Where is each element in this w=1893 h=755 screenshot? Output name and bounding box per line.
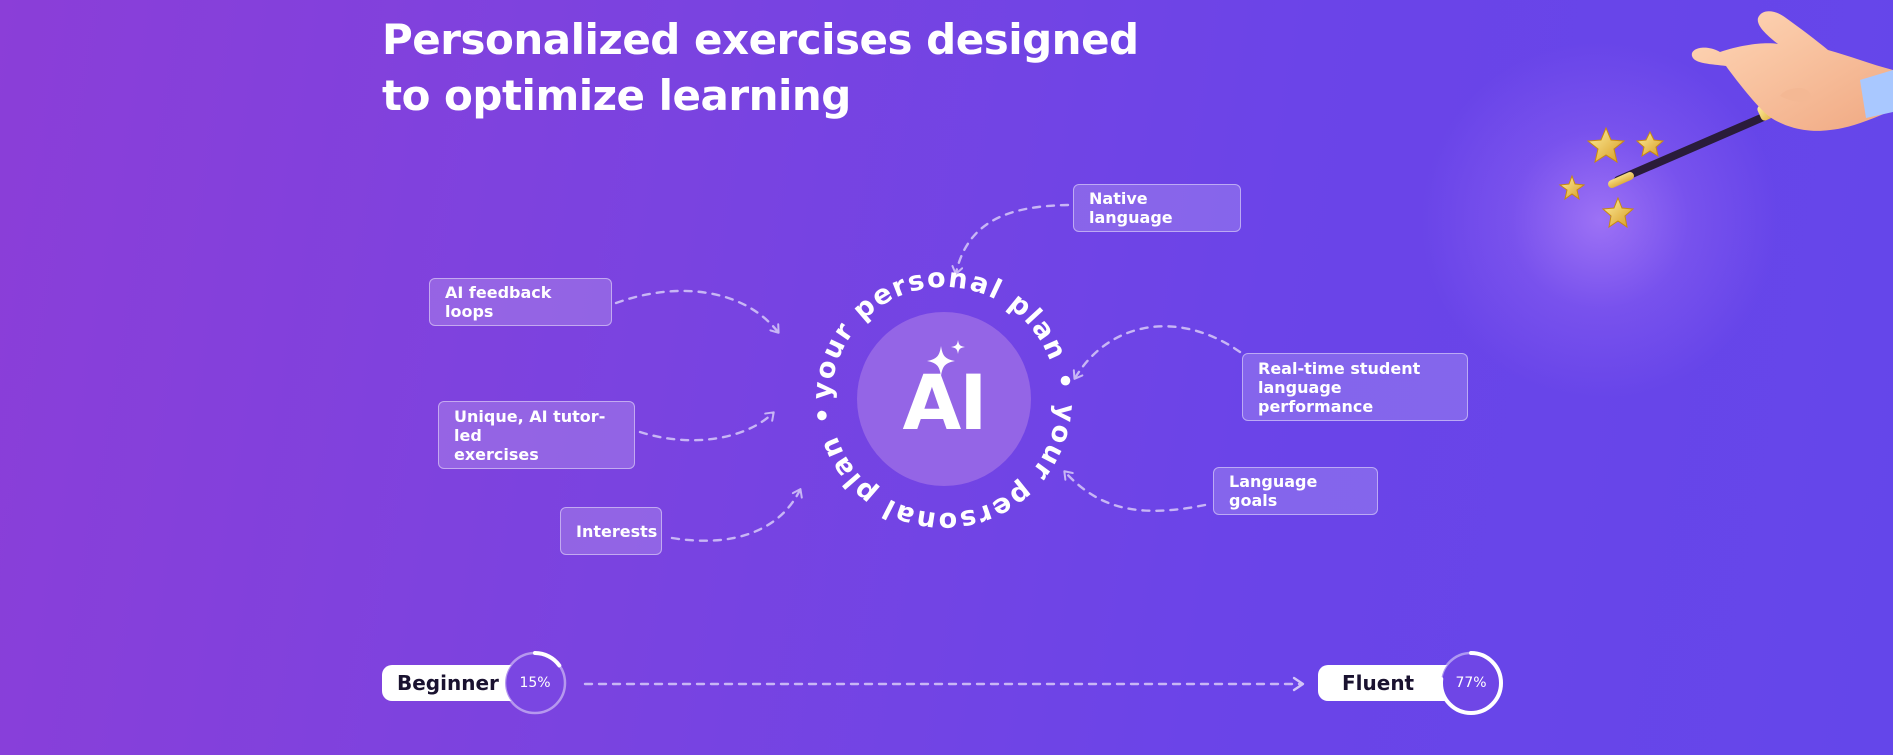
ring-text-svg: your personal plan • your personal plan …: [807, 263, 1082, 538]
progress-beginner: 15%: [502, 650, 568, 716]
progress-fluent-percent: 77%: [1455, 675, 1487, 691]
ai-center-disc: [857, 312, 1031, 486]
chip-real-time-performance: Real-time student language performance: [1242, 353, 1468, 421]
chip-interests: Interests: [560, 507, 662, 555]
chip-ai-tutor-exercises: Unique, AI tutor-led exercises: [438, 401, 635, 469]
level-beginner-pill: Beginner: [382, 665, 517, 701]
chip-ai-feedback-loops: AI feedback loops: [429, 278, 612, 326]
magic-wand-hand-icon: [1558, 11, 1893, 229]
page-headline: Personalized exercises designed to optim…: [382, 15, 1139, 120]
progress-beginner-ring: [503, 651, 567, 715]
sparkles-icon: [927, 340, 965, 376]
arrow-tutor-exercises: [638, 411, 775, 442]
level-fluent-pill: Fluent: [1318, 665, 1448, 701]
progress-fluent-ring: [1439, 651, 1503, 715]
progress-fluent: 77%: [1438, 650, 1504, 716]
progress-beginner-percent: 15%: [519, 675, 551, 691]
arrow-feedback-loops: [614, 289, 780, 334]
chip-language-goals: Language goals: [1213, 467, 1378, 515]
chip-native-language: Native language: [1073, 184, 1241, 232]
ring-text: your personal plan • your personal plan …: [807, 263, 1082, 538]
arrow-real-time-performance: [1072, 325, 1242, 380]
arrow-interests: [670, 488, 803, 542]
ai-center-label: AI: [902, 358, 987, 447]
background-glow: [1420, 40, 1780, 400]
